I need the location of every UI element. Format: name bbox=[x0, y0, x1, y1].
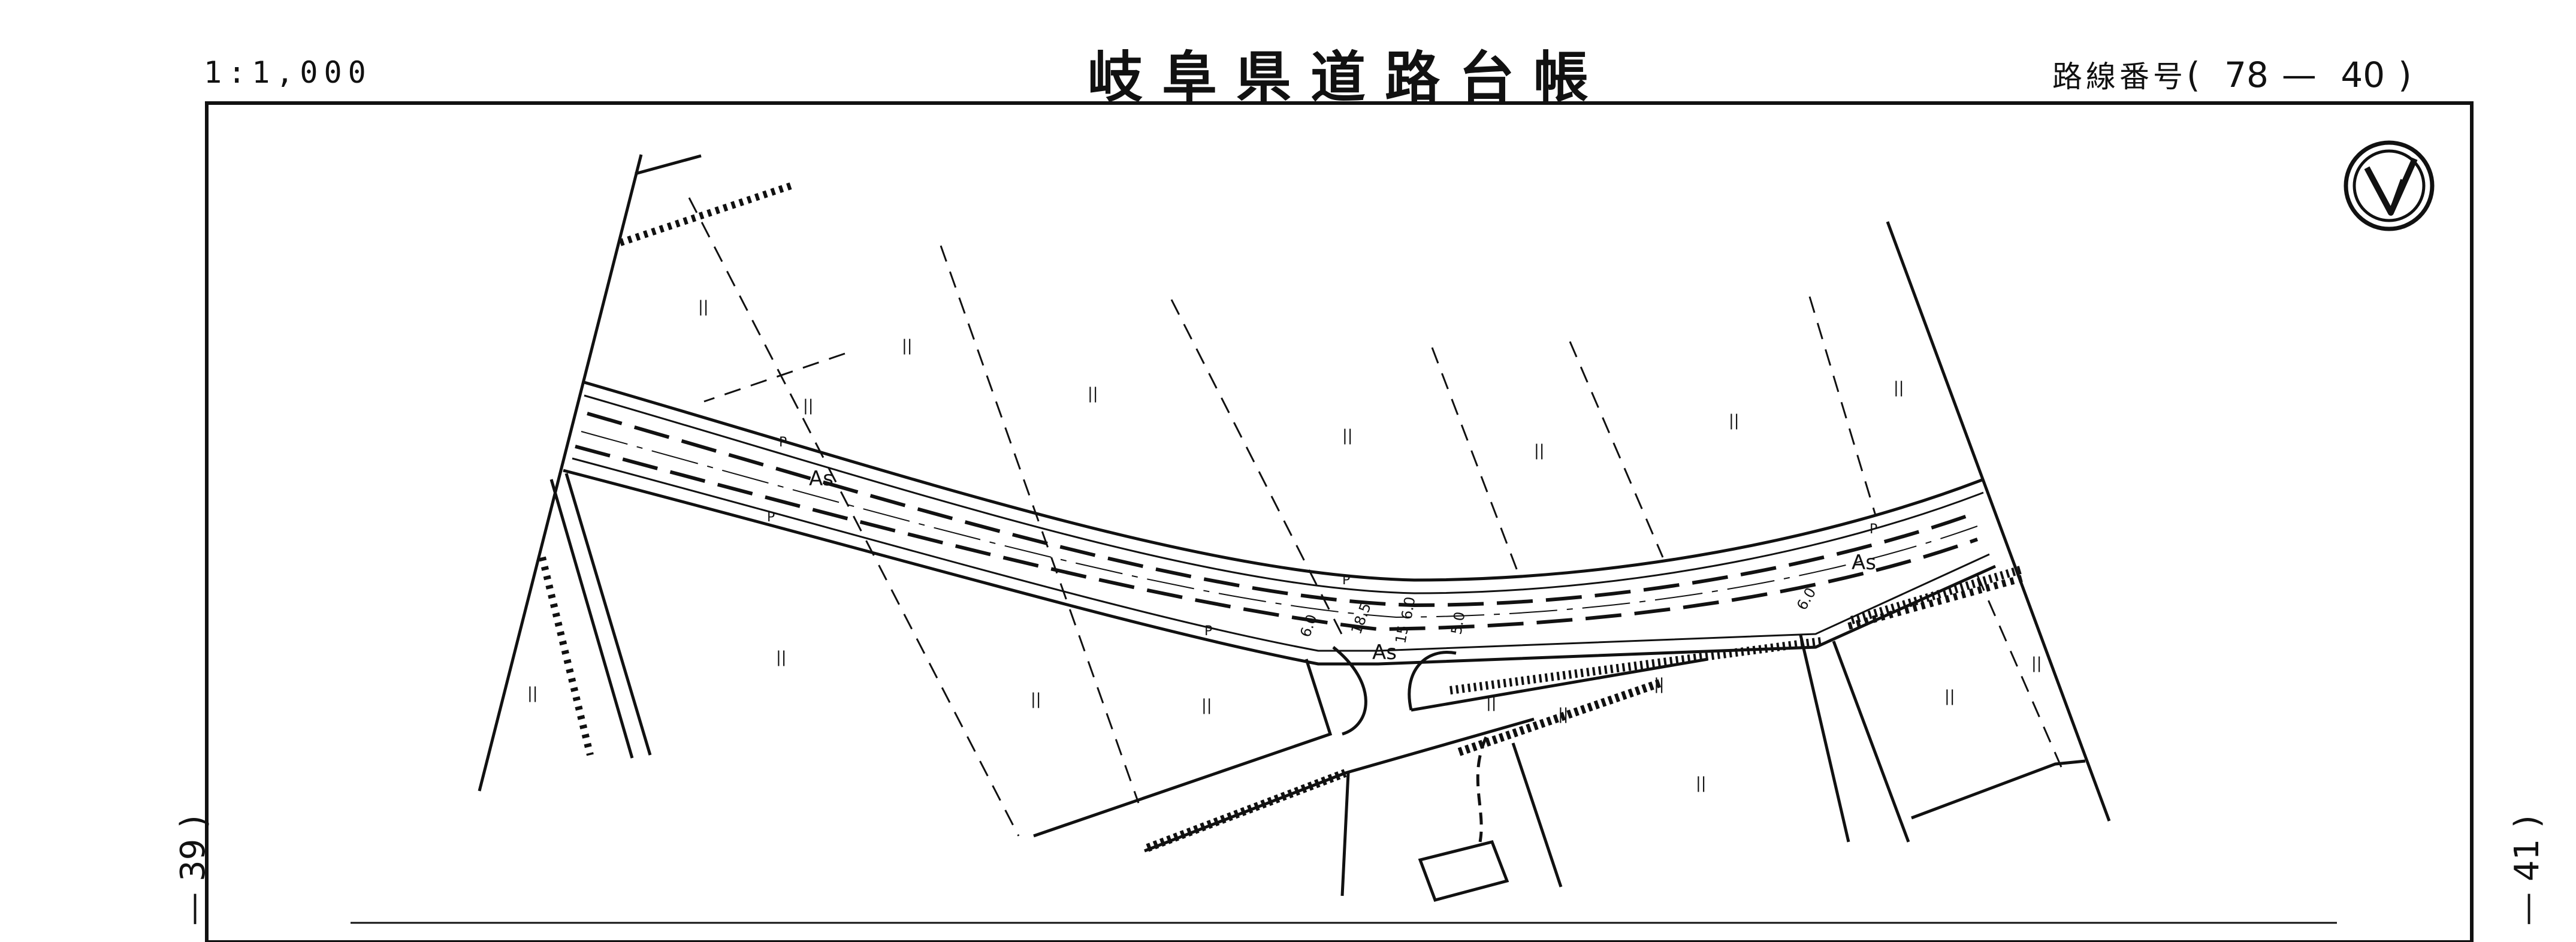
road-edge-north-inner bbox=[584, 394, 1984, 594]
parcel-mark: || bbox=[1342, 427, 1353, 445]
nw-boundary bbox=[478, 154, 643, 792]
parcel-boundary-7 bbox=[1976, 575, 2062, 768]
route-section: 40 bbox=[2341, 55, 2385, 95]
side-road-edge-a bbox=[1033, 659, 1333, 838]
east-sidewalk-hatch bbox=[1850, 565, 2024, 624]
parcel-boundary-3 bbox=[1170, 299, 1343, 636]
surface-label: As bbox=[809, 467, 833, 491]
surface-label: As bbox=[1852, 551, 1876, 575]
route-number-label: 路線番号( 78— 40) bbox=[2052, 55, 2412, 95]
parcel-boundary-6 bbox=[1808, 296, 1877, 516]
pavement-marker: P bbox=[779, 435, 787, 450]
road-edge-south-inner bbox=[572, 457, 1990, 652]
parcel-mark: || bbox=[1654, 675, 1665, 693]
lane-marking-north bbox=[587, 412, 1979, 608]
pavement-marker: P bbox=[767, 510, 775, 525]
road-edge-north bbox=[584, 381, 1984, 582]
south-driveway bbox=[1476, 736, 1488, 843]
parcel-mark: || bbox=[1486, 693, 1497, 711]
parcel-boundary-1 bbox=[688, 197, 1020, 837]
surface-label: As bbox=[1372, 641, 1397, 665]
parcel-boundary-5 bbox=[1569, 341, 1664, 558]
parcel-mark: || bbox=[2031, 654, 2042, 672]
east-parcel-box bbox=[1911, 759, 2086, 820]
dimension-label: 6.0 bbox=[1398, 596, 1418, 621]
east-boundary bbox=[1886, 221, 2111, 822]
route-label: 路線番号 bbox=[2052, 59, 2187, 94]
nw-boundary-2 bbox=[635, 154, 702, 176]
road-centerline bbox=[581, 431, 1978, 618]
dimension-label: 15 bbox=[1392, 624, 1412, 645]
parcel-mark: || bbox=[1944, 687, 1955, 705]
parcel-mark: || bbox=[1534, 442, 1545, 460]
east-road-edge-b bbox=[1832, 641, 1910, 843]
parcel-mark: || bbox=[1696, 774, 1707, 792]
nw-hatch bbox=[619, 182, 792, 246]
parcel-boundary-8 bbox=[703, 352, 845, 403]
east-road-edge-a bbox=[1799, 635, 1850, 843]
parcel-mark: || bbox=[1558, 705, 1569, 723]
south-lot-line-2 bbox=[1511, 742, 1563, 887]
parcel-mark: || bbox=[1088, 385, 1098, 403]
curb-arc-west bbox=[1332, 646, 1367, 736]
south-sidewalk-hatch bbox=[1449, 637, 1822, 695]
parcel-mark: || bbox=[902, 337, 913, 355]
pavement-marker: P bbox=[1204, 624, 1212, 639]
scale-label: 1:1,000 bbox=[204, 55, 372, 90]
parcel-boundary-4 bbox=[1431, 347, 1520, 576]
map-frame bbox=[205, 101, 2474, 942]
pavement-marker: P bbox=[1870, 522, 1877, 537]
curb-arc-east bbox=[1408, 651, 1457, 711]
parcel-mark: || bbox=[776, 648, 787, 666]
parcel-mark: || bbox=[1894, 379, 1904, 397]
south-parcel-box bbox=[1418, 840, 1509, 902]
south-lot-line bbox=[1340, 772, 1350, 896]
parcel-mark: || bbox=[527, 684, 538, 702]
parcel-mark: || bbox=[1031, 690, 1041, 708]
pavement-marker: P bbox=[1342, 573, 1350, 588]
parcel-mark: || bbox=[1729, 412, 1740, 430]
dimension-label: 18.5 bbox=[1348, 600, 1375, 636]
north-arrow-icon bbox=[2344, 140, 2435, 231]
parcel-mark: || bbox=[698, 298, 709, 316]
parcel-boundary-2 bbox=[940, 245, 1140, 804]
side-road-edge-b bbox=[1411, 657, 1708, 712]
dimension-label: 6.0 bbox=[1297, 612, 1320, 639]
lane-marking-south bbox=[575, 445, 1979, 632]
east-hatch bbox=[1847, 575, 2024, 630]
west-road-edge-b bbox=[549, 479, 634, 759]
parcel-mark: || bbox=[803, 397, 814, 415]
page-title: 岐阜県道路台帳 bbox=[1088, 45, 1608, 110]
road-edge-south bbox=[563, 469, 1997, 666]
west-road-edge-a bbox=[564, 473, 652, 756]
route-number: 78 bbox=[2224, 55, 2269, 95]
parcel-mark: || bbox=[1201, 696, 1212, 714]
dimension-label: 5.0 bbox=[1448, 611, 1468, 636]
